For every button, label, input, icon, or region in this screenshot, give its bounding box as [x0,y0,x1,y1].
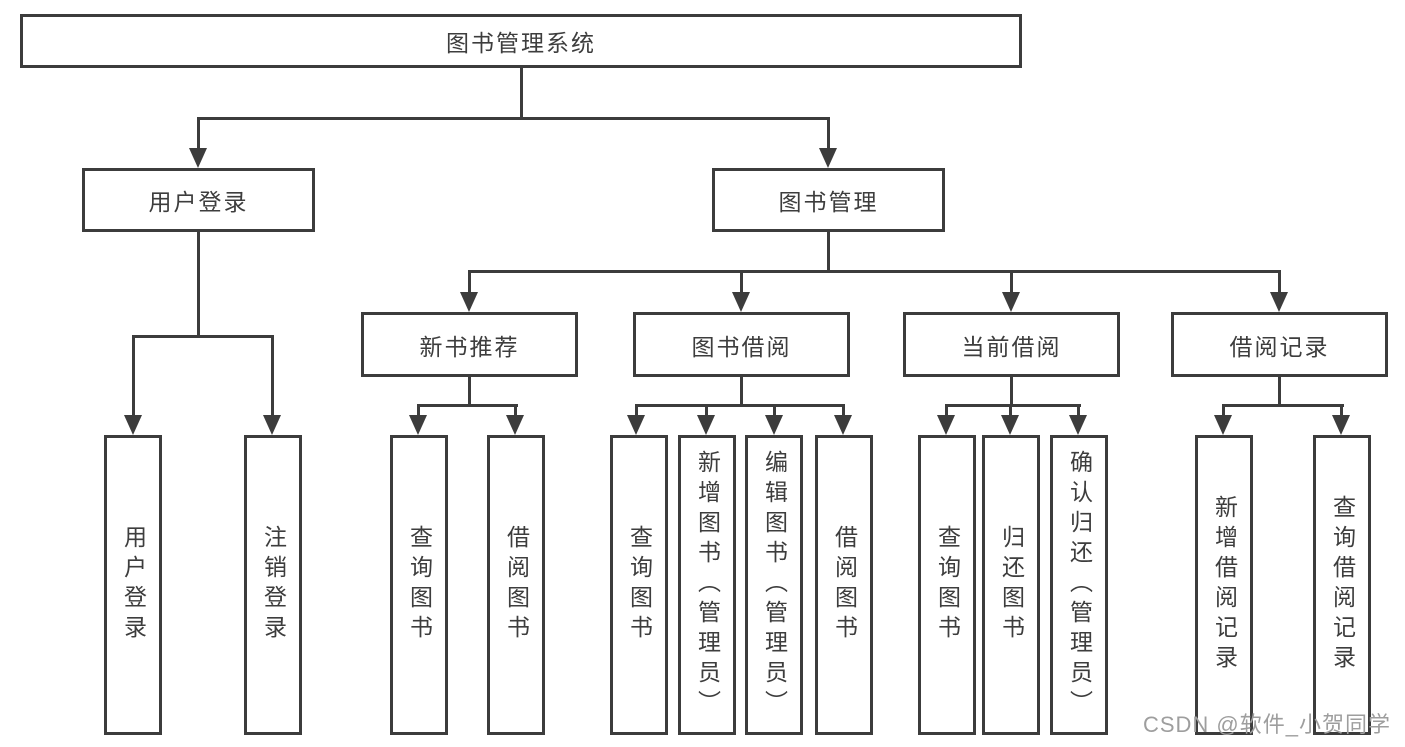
arrowhead-down-icon [697,415,715,435]
leaf-label: 确认归还（管理员） [1066,450,1093,720]
arrowhead-down-icon [1214,415,1232,435]
arrowhead-down-icon [1332,415,1350,435]
leaf-label: 查询图书 [934,525,961,645]
leaf-label: 用户登录 [120,525,147,645]
connector-hline [468,270,1281,273]
arrowhead-down-icon [1002,292,1020,312]
connector-vline [740,377,743,404]
node-user-login: 用户登录 [82,168,315,232]
node-book-borrowing: 图书借阅 [633,312,850,377]
arrowhead-down-icon [627,415,645,435]
node-label: 用户登录 [148,189,249,215]
leaf-add-borrow-record: 新增借阅记录 [1195,435,1253,735]
node-library-management-system: 图书管理系统 [20,14,1022,68]
node-label: 图书管理系统 [446,30,596,56]
leaf-borrow-books-recommend: 借阅图书 [487,435,545,735]
leaf-label: 查询图书 [626,525,653,645]
connector-vline [468,377,471,404]
leaf-query-books-recommend: 查询图书 [390,435,448,735]
arrowhead-down-icon [819,148,837,168]
arrowhead-down-icon [460,292,478,312]
leaf-return-books: 归还图书 [982,435,1040,735]
leaf-label: 借阅图书 [503,525,530,645]
arrowhead-down-icon [124,415,142,435]
connector-vline [1077,404,1080,417]
leaf-label: 查询图书 [406,525,433,645]
connector-vline [1010,377,1013,404]
leaf-confirm-return-admin: 确认归还（管理员） [1050,435,1108,735]
connector-vline [1010,270,1013,294]
connector-vline [197,232,200,335]
connector-hline [197,117,830,120]
leaf-edit-books-admin: 编辑图书（管理员） [745,435,803,735]
connector-vline [827,232,830,270]
connector-vline [132,335,135,417]
leaf-query-books-current: 查询图书 [918,435,976,735]
arrowhead-down-icon [189,148,207,168]
node-borrowing-records: 借阅记录 [1171,312,1388,377]
connector-vline [827,117,830,150]
arrowhead-down-icon [1001,415,1019,435]
connector-vline [740,270,743,294]
watermark: CSDN @软件_小贺同学 [1142,712,1391,737]
node-label: 图书管理 [778,189,879,215]
connector-vline [1278,377,1281,404]
leaf-query-borrow-record: 查询借阅记录 [1313,435,1371,735]
node-label: 图书借阅 [691,333,792,360]
arrowhead-down-icon [834,415,852,435]
leaf-label: 归还图书 [998,525,1025,645]
connector-vline [842,404,845,417]
connector-vline [197,117,200,150]
leaf-label: 注销登录 [260,525,287,645]
connector-vline [1340,404,1343,417]
arrowhead-down-icon [1270,292,1288,312]
connector-vline [520,67,523,117]
connector-vline [773,404,776,417]
node-book-management: 图书管理 [712,168,945,232]
leaf-logout: 注销登录 [244,435,302,735]
connector-hline [945,404,1081,407]
connector-vline [1009,404,1012,417]
connector-vline [635,404,638,417]
leaf-label: 借阅图书 [831,525,858,645]
connector-vline [417,404,420,417]
connector-vline [1222,404,1225,417]
node-label: 新书推荐 [419,333,520,360]
connector-vline [1278,270,1281,294]
leaf-label: 新增借阅记录 [1211,495,1238,675]
connector-vline [945,404,948,417]
connector-hline [1222,404,1344,407]
arrowhead-down-icon [1069,415,1087,435]
connector-hline [132,335,273,338]
node-current-borrowing: 当前借阅 [903,312,1120,377]
leaf-label: 新增图书（管理员） [694,450,721,720]
node-label: 当前借阅 [961,333,1062,360]
arrowhead-down-icon [937,415,955,435]
connector-hline [635,404,845,407]
leaf-borrow-books: 借阅图书 [815,435,873,735]
leaf-label: 编辑图书（管理员） [761,450,788,720]
connector-vline [705,404,708,417]
leaf-add-books-admin: 新增图书（管理员） [678,435,736,735]
arrowhead-down-icon [263,415,281,435]
node-label: 借阅记录 [1229,333,1330,360]
leaf-label: 查询借阅记录 [1329,495,1356,675]
connector-vline [468,270,471,294]
connector-vline [514,404,517,417]
connector-hline [417,404,518,407]
leaf-user-login: 用户登录 [104,435,162,735]
arrowhead-down-icon [409,415,427,435]
leaf-query-books-borrowing: 查询图书 [610,435,668,735]
connector-vline [271,335,274,417]
arrowhead-down-icon [765,415,783,435]
node-new-book-recommendation: 新书推荐 [361,312,578,377]
arrowhead-down-icon [506,415,524,435]
arrowhead-down-icon [732,292,750,312]
